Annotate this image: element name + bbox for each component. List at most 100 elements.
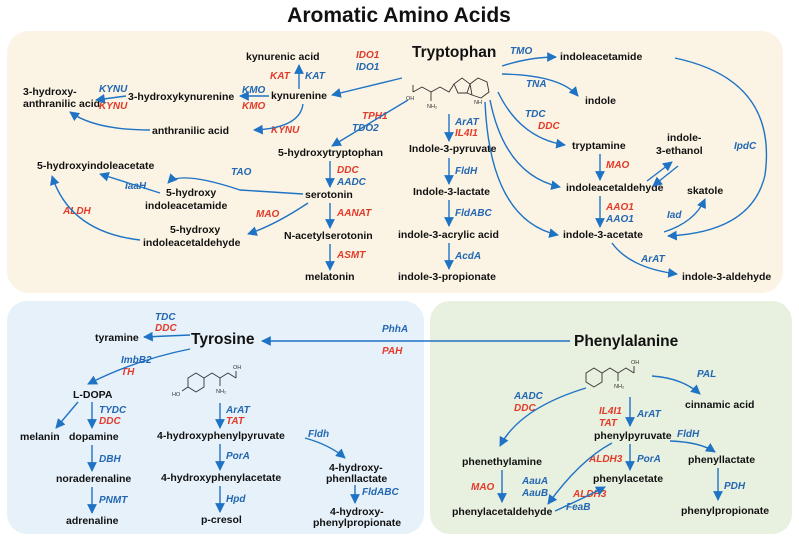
enzyme-pora-tyr: PorA — [226, 451, 250, 462]
node-phenylpropionate: phenylpropionate — [681, 505, 769, 517]
enzyme-mao-2: MAO — [606, 160, 630, 171]
arrow-tyr-to-tyramine — [143, 331, 191, 342]
enzyme-aadc-phe: AADC — [513, 391, 544, 402]
svg-text:OH: OH — [631, 360, 639, 366]
enzyme-imbb2: ImbB2 — [121, 355, 152, 366]
svg-text:NH₂: NH₂ — [427, 104, 437, 110]
enzyme-pnmt: PNMT — [99, 495, 128, 506]
enzyme-pal: PAL — [697, 369, 716, 380]
enzyme-fldabc: FldABC — [455, 208, 492, 219]
enzyme-arat-2: ArAT — [640, 254, 666, 265]
enzyme-tat-tyr: TAT — [226, 416, 245, 427]
enzyme-iad: Iad — [667, 210, 682, 221]
node-5-hydroxyindoleacetamide-line1: 5-hydroxy — [166, 187, 216, 199]
node-3-hydroxyanthranilic-line1: 3-hydroxy- — [23, 86, 77, 98]
enzyme-kat-blue: KAT — [305, 71, 326, 82]
phenylalanine-header: Phenylalanine — [574, 333, 679, 350]
enzyme-kmo-red: KMO — [242, 101, 266, 112]
arrow-trp-to-iac — [484, 101, 559, 238]
arrow-hiald-to-hiaa — [50, 175, 141, 241]
arrow-anthranilic-to-haa — [69, 111, 151, 131]
phenylalanine-panel — [430, 301, 792, 534]
node-indole: indole — [585, 95, 616, 107]
node-tryptamine: tryptamine — [572, 140, 626, 152]
node-5-hydroxyindoleacetaldehyde-line1: 5-hydroxy — [170, 224, 220, 236]
enzyme-aldh: ALDH — [62, 206, 92, 217]
node-phenyllactate: phenyllactate — [688, 454, 755, 466]
arrow-iam-to-iac — [667, 57, 768, 241]
enzyme-ddc-tyr-2: DDC — [99, 416, 121, 427]
enzyme-aldh3: ALDH3 — [588, 454, 623, 465]
arrow-iac-to-ialdehyde — [611, 242, 678, 278]
enzyme-kat-red: KAT — [270, 71, 291, 82]
node-skatole: skatole — [687, 185, 723, 197]
node-4-hydroxyphenylpyruvate: 4-hydroxyphenylpyruvate — [157, 430, 285, 442]
node-cinnamic-acid: cinnamic acid — [685, 399, 754, 411]
arrow-trp-to-indole — [501, 73, 579, 97]
node-indole-3-aldehyde: indole-3-aldehyde — [682, 271, 771, 283]
arrow-ppyr-to-plact — [669, 440, 716, 453]
tryptophan-panel — [7, 31, 783, 293]
enzyme-pdh: PDH — [724, 481, 746, 492]
node-melanin: melanin — [20, 431, 60, 443]
enzyme-kynu-red-2: KYNU — [271, 125, 300, 136]
node-kynurenic-acid: kynurenic acid — [246, 51, 320, 63]
tyrosine-panel — [7, 301, 424, 534]
arrow-trp-to-iam — [501, 52, 557, 67]
node-phenethylamine: phenethylamine — [462, 456, 542, 468]
tyrosine-header: Tyrosine — [191, 331, 255, 348]
enzyme-fldh: FldH — [455, 166, 478, 177]
node-5-hydroxyindoleacetaldehyde-line2: indoleacetaldehyde — [143, 237, 241, 249]
arrow-pald-to-placet — [554, 486, 606, 512]
enzyme-ddc-tyr: DDC — [155, 323, 177, 334]
node-phenylacetate: phenylacetate — [593, 473, 663, 485]
arrow-hpp-to-hpl — [304, 437, 346, 459]
enzyme-dbh: DBH — [99, 454, 121, 465]
arrow-phe-to-cinnamic — [651, 375, 701, 395]
arrow-trp-to-tryptamine — [497, 91, 566, 149]
arrow-serotonin-to-hiam — [167, 173, 304, 195]
node-kynurenine: kynurenine — [271, 90, 327, 102]
enzyme-tdc-tyr: TDC — [155, 312, 176, 323]
node-l-dopa: L-DOPA — [73, 389, 113, 401]
svg-text:OH: OH — [406, 96, 414, 102]
enzyme-th: TH — [121, 367, 135, 378]
arrow-ldopa-to-melanin — [55, 401, 79, 429]
node-5-hydroxytryptophan: 5-hydroxytryptophan — [278, 147, 383, 159]
tryptophan-header: Tryptophan — [412, 44, 496, 61]
enzyme-tao: TAO — [231, 167, 252, 178]
enzyme-mao-1: MAO — [256, 209, 280, 220]
enzyme-feab: FeaB — [566, 502, 590, 513]
svg-text:NH₂: NH₂ — [216, 389, 226, 395]
page-title: Aromatic Amino Acids — [287, 4, 511, 27]
svg-text:NH: NH — [474, 100, 482, 106]
arrow-hk-to-haa — [95, 93, 127, 104]
enzyme-tna: TNA — [526, 79, 547, 90]
node-indoleacetamide: indoleacetamide — [560, 51, 642, 63]
enzyme-tdo2: TDO2 — [352, 123, 379, 134]
node-3-hydroxyanthranilic-line2: anthranilic acid — [23, 98, 100, 110]
node-5-hydroxyindoleacetate: 5-hydroxyindoleacetate — [37, 160, 154, 172]
arrow-iethanol-to-iald — [652, 165, 679, 187]
enzyme-ido1-red: IDO1 — [356, 50, 380, 61]
node-4-hydroxyphenylacetate: 4-hydroxyphenylacetate — [161, 472, 281, 484]
enzyme-tph1: TPH1 — [362, 111, 388, 122]
enzyme-mao-phe: MAO — [471, 482, 495, 493]
node-4-hydroxyphenllactate-line1: 4-hydroxy- — [329, 462, 383, 474]
enzyme-il4i1-phe: IL4I1 — [599, 406, 622, 417]
enzyme-fldabc-tyr: FldABC — [362, 487, 399, 498]
node-adrenaline: adrenaline — [66, 515, 119, 527]
enzyme-tmo: TMO — [510, 46, 532, 57]
enzyme-arat: ArAT — [454, 117, 480, 128]
arrow-tyr-to-ldopa — [87, 348, 191, 385]
node-indole-3-acrylic-acid: indole-3-acrylic acid — [398, 229, 499, 241]
enzyme-pora-phe: PorA — [637, 454, 661, 465]
node-indole-3-acetate: indole-3-acetate — [563, 229, 643, 241]
enzyme-ipdc: IpdC — [734, 141, 757, 152]
enzyme-ddc-2: DDC — [538, 121, 560, 132]
node-tyramine: tyramine — [95, 332, 139, 344]
enzyme-kynu-blue: KYNU — [99, 84, 128, 95]
node-anthranilic-acid: anthranilic acid — [152, 125, 229, 137]
node-indole-3-ethanol-line2: 3-ethanol — [656, 145, 703, 157]
enzyme-acda: AcdA — [454, 251, 481, 262]
